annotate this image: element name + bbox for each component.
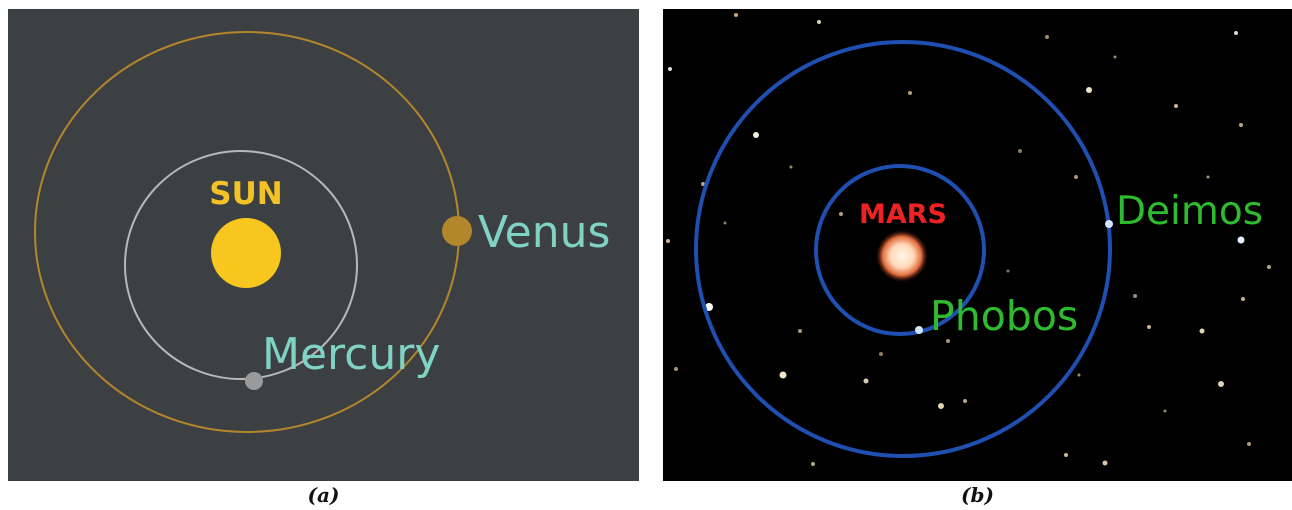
star (1234, 31, 1238, 35)
star (1199, 328, 1205, 334)
sun-label: SUN (209, 176, 282, 212)
star (1163, 409, 1167, 413)
star (879, 352, 883, 356)
star (723, 221, 727, 225)
star (811, 462, 815, 466)
star (1174, 104, 1178, 108)
solar-orbit-diagram: SUN Venus Mercury (34, 31, 610, 433)
star (1102, 460, 1108, 466)
star (963, 399, 967, 403)
phobos-label: Phobos (930, 292, 1078, 340)
phobos-moon (915, 326, 923, 334)
mercury-orbit (124, 150, 358, 380)
star (1241, 297, 1245, 301)
star (908, 91, 912, 95)
mars-orbit-panel: MARS Phobos Deimos (663, 9, 1292, 481)
star (753, 132, 759, 138)
star (1206, 175, 1210, 179)
star (1006, 269, 1010, 273)
star (798, 329, 802, 333)
star (1147, 325, 1151, 329)
venus-label: Venus (478, 207, 610, 258)
deimos-label: Deimos (1116, 189, 1263, 234)
star (668, 67, 672, 71)
star (1018, 149, 1022, 153)
star (817, 20, 821, 24)
star (938, 403, 944, 409)
sun-icon (211, 218, 281, 288)
star (734, 13, 738, 17)
star (1218, 381, 1224, 387)
mercury-planet (245, 372, 263, 390)
phobos-orbit (814, 164, 986, 336)
caption-a: (a) (307, 483, 340, 507)
deimos-moon (1105, 220, 1113, 228)
mercury-label: Mercury (262, 329, 440, 380)
caption-b: (b) (961, 483, 994, 507)
star (789, 165, 793, 169)
solar-orbit-panel: SUN Venus Mercury (8, 9, 639, 481)
star (1133, 294, 1137, 298)
mars-planet (876, 230, 928, 282)
star (1077, 373, 1081, 377)
mars-orbit-diagram: MARS Phobos Deimos (666, 13, 1271, 466)
mars-label: MARS (859, 199, 947, 230)
star (1239, 123, 1243, 127)
star (946, 339, 950, 343)
star (1113, 55, 1117, 59)
star (1064, 453, 1068, 457)
star (1045, 35, 1049, 39)
star (779, 371, 787, 379)
venus-planet (442, 216, 472, 246)
star (666, 239, 670, 243)
star (674, 367, 678, 371)
star (1074, 175, 1078, 179)
star (839, 212, 843, 216)
star (1247, 442, 1251, 446)
star (863, 378, 869, 384)
star (1267, 265, 1271, 269)
star (705, 303, 713, 311)
star (701, 182, 705, 186)
star (1086, 87, 1092, 93)
star-field (666, 13, 1271, 466)
deimos-orbit (694, 40, 1112, 458)
star (1237, 236, 1245, 244)
